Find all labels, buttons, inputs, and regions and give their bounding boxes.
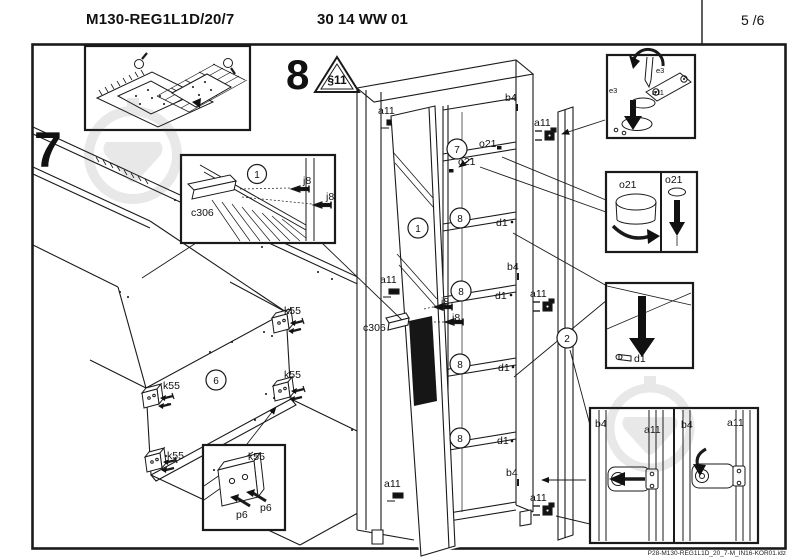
thumbs-up-icon xyxy=(134,59,144,69)
part-labels: 7 8 §11 a11 a11 a11 a11 a11 a11 a11 a11 … xyxy=(34,51,744,521)
label-a11: a11 xyxy=(644,424,661,436)
label-a11: a11 xyxy=(530,492,547,504)
ref-shelf-8: 8 xyxy=(449,353,471,375)
model-number: M130-REG1L1D/20/7 xyxy=(86,11,235,28)
page-frame xyxy=(31,0,787,550)
label-o21: o21 xyxy=(458,156,476,168)
label-k55: k55 xyxy=(167,450,184,462)
label-d1: d1 xyxy=(497,435,509,447)
pointer-lines xyxy=(141,119,608,525)
step8-number: 8 xyxy=(286,51,309,98)
hinge-plate-a11-icon xyxy=(534,127,557,141)
hinge-plate-a11-icon xyxy=(532,298,555,312)
label-b4: b4 xyxy=(505,92,517,104)
ref-side-panel-2: 2 xyxy=(556,327,578,349)
label-a11: a11 xyxy=(534,117,551,129)
label-d1: d1 xyxy=(495,290,507,302)
callout-foot-detail xyxy=(201,443,287,532)
label-k55: k55 xyxy=(248,451,265,463)
warning-triangle xyxy=(313,55,361,93)
label-b4: b4 xyxy=(681,419,693,431)
label-d1: d1 xyxy=(496,217,508,229)
label-j8: j8 xyxy=(302,175,311,187)
side-panel-2 xyxy=(532,106,574,541)
callout-cam xyxy=(604,170,699,254)
label-c306: c306 xyxy=(191,207,214,219)
label-d1: d1 xyxy=(498,362,510,374)
label-k55: k55 xyxy=(163,380,180,392)
ref-shelf-8: 8 xyxy=(450,280,472,302)
label-k55: k55 xyxy=(284,369,301,381)
handle-recess xyxy=(409,316,437,406)
callout-hinge-mount xyxy=(588,406,760,545)
label-j8: j8 xyxy=(451,312,460,324)
label-p6: p6 xyxy=(260,502,272,514)
ref-bottom-6: 6 xyxy=(205,369,227,391)
shelves xyxy=(442,141,517,523)
label-b4: b4 xyxy=(506,467,518,479)
svg-text:8: 8 xyxy=(457,360,463,371)
svg-text:1: 1 xyxy=(254,170,260,181)
label-a11: a11 xyxy=(378,105,395,117)
thumbs-down-icon xyxy=(223,58,233,68)
watermark xyxy=(84,98,695,473)
label-p6: p6 xyxy=(236,509,248,521)
screwdriver-icon xyxy=(644,79,652,89)
ref-door-1: 1 xyxy=(407,217,429,239)
document-id: P28-M130-REG1L1D_20_7-M_IN16-KOR01.idz xyxy=(647,550,786,557)
label-d1: d1 xyxy=(634,353,646,365)
ref-shelf-8: 8 xyxy=(449,207,471,229)
label-o21: o21 xyxy=(665,174,683,186)
corner-mark xyxy=(192,98,201,108)
product-code: 30 14 WW 01 xyxy=(317,11,408,28)
door-panel-1 xyxy=(385,105,464,557)
warning-ref: §11 xyxy=(327,73,347,87)
label-b4: b4 xyxy=(595,418,607,430)
callout-dowel xyxy=(604,281,695,370)
step7-number: 7 xyxy=(34,122,62,178)
svg-text:8: 8 xyxy=(457,214,463,225)
circled-refs: 1 1 2 6 7 8 8 xyxy=(205,138,578,449)
label-a11: a11 xyxy=(652,88,664,97)
svg-text:1: 1 xyxy=(415,224,421,235)
page-number: 5 /6 xyxy=(741,12,765,28)
carpet-warning-box xyxy=(83,44,252,132)
svg-text:2: 2 xyxy=(564,334,570,345)
label-e3: e3 xyxy=(656,66,664,75)
label-o21: o21 xyxy=(619,179,637,191)
label-b4: b4 xyxy=(507,261,519,273)
svg-text:8: 8 xyxy=(457,434,463,445)
label-c306: c306 xyxy=(363,322,386,334)
label-o21: o21 xyxy=(479,138,497,150)
ref-shelf-7: 7 xyxy=(446,138,468,160)
label-a11: a11 xyxy=(727,417,744,429)
ref-shelf-8: 8 xyxy=(449,427,471,449)
ref-door-1: 1 xyxy=(246,163,268,185)
label-k55: k55 xyxy=(284,305,301,317)
label-j8: j8 xyxy=(325,191,334,203)
svg-text:7: 7 xyxy=(454,145,460,156)
svg-text:6: 6 xyxy=(213,376,219,387)
svg-text:8: 8 xyxy=(458,287,464,298)
label-a11: a11 xyxy=(384,478,401,490)
label-j8: j8 xyxy=(440,296,449,308)
label-e3: e3 xyxy=(609,86,617,95)
label-a11: a11 xyxy=(380,274,397,286)
label-a11: a11 xyxy=(530,288,547,300)
hinge-plate-a11-icon xyxy=(532,502,555,516)
callout-hinge-adjust xyxy=(605,47,697,140)
